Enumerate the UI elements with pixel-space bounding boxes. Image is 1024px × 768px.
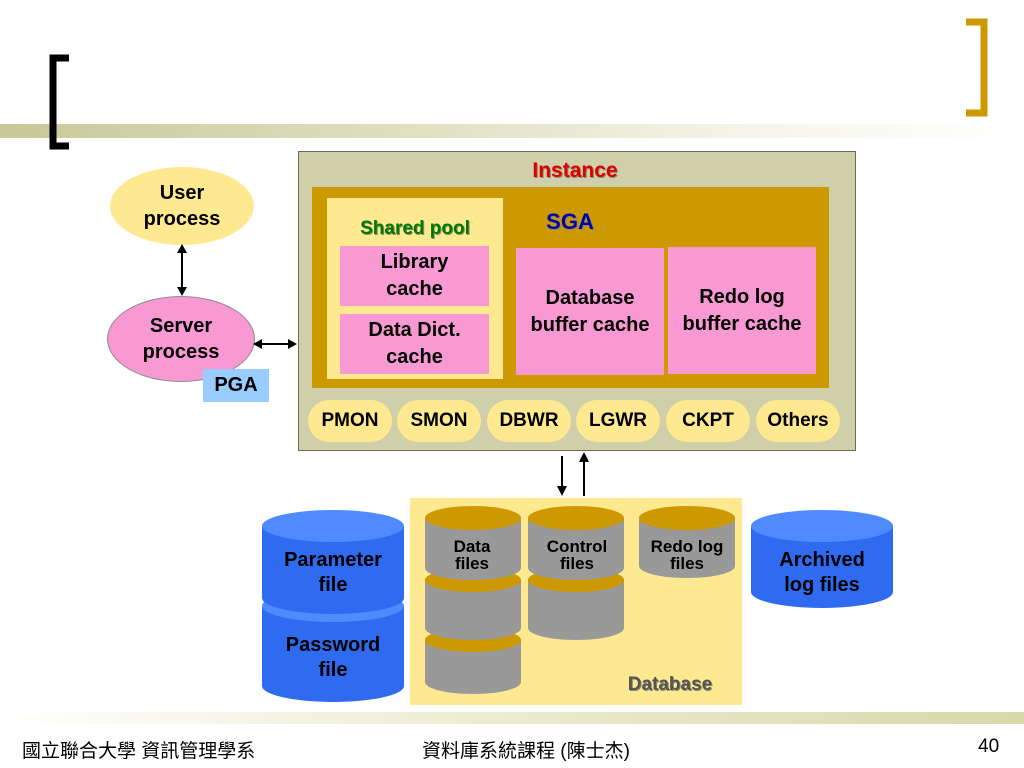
process-dbwr: DBWR [487, 400, 571, 442]
shared-pool-label: Shared pool [360, 218, 470, 239]
control-files-cylinder-icon [528, 506, 624, 640]
server-instance-arrow-icon [253, 339, 297, 349]
process-smon: SMON [397, 400, 481, 442]
process-ckpt: CKPT [666, 400, 750, 442]
pga-label: PGA [203, 369, 269, 402]
redo-log-files-label: Redo log files [650, 537, 724, 573]
database-buffer-cache-box: Database buffer cache [516, 248, 664, 375]
footer-center: 資料庫系統課程 (陳士杰) [422, 741, 630, 762]
data-dict-cache-box: Data Dict. cache [340, 314, 489, 374]
footer-divider-band [0, 712, 1024, 724]
user-process-ellipse: User process [110, 167, 254, 245]
database-label: Database [627, 674, 713, 695]
archived-log-files-cylinder-icon [751, 510, 893, 608]
process-pmon: PMON [308, 400, 392, 442]
right-bracket-icon [966, 18, 988, 117]
data-files-label: Data files [453, 537, 491, 573]
control-files-label: Control files [546, 537, 608, 573]
process-lgwr: LGWR [576, 400, 660, 442]
parameter-password-file-cylinder-icon [262, 510, 404, 702]
process-others: Others [756, 400, 840, 442]
user-server-arrow-icon [177, 244, 187, 296]
footer-left: 國立聯合大學 資訊管理學系 [22, 741, 256, 762]
server-process-ellipse: Server process [107, 296, 255, 382]
data-files-cylinder-icon [425, 506, 521, 694]
instance-database-arrows-icon [557, 452, 589, 496]
title-divider-band [0, 124, 1024, 138]
password-file-label: Password file [285, 634, 381, 681]
library-cache-box: Library cache [340, 246, 489, 306]
redo-log-buffer-cache-box: Redo log buffer cache [668, 247, 816, 374]
redo-log-files-cylinder-icon [639, 506, 735, 578]
archived-log-files-label: Archived log files [779, 549, 865, 596]
parameter-file-label: Parameter file [284, 549, 382, 596]
sga-label: SGA [546, 209, 594, 234]
left-bracket-icon [49, 54, 69, 150]
page-number: 40 [978, 736, 1000, 757]
instance-label: Instance [532, 159, 618, 182]
